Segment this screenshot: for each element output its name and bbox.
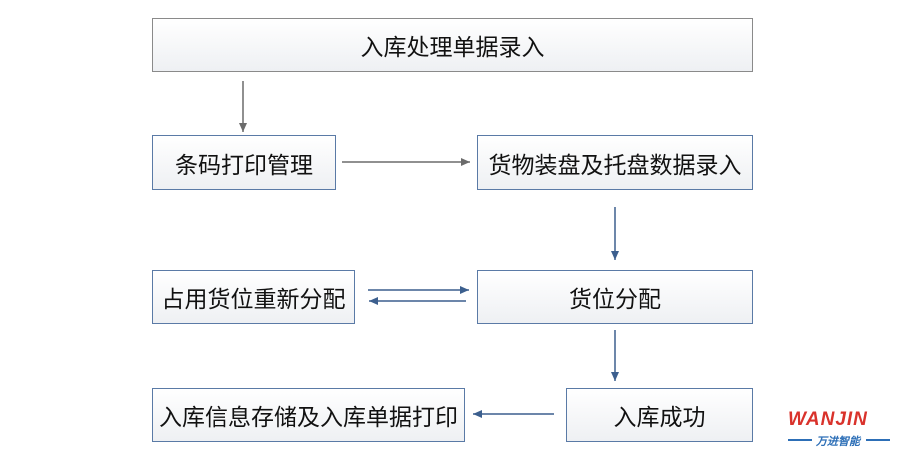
node-location-assign: 货位分配 xyxy=(477,270,753,324)
logo-wordmark: WANJIN xyxy=(788,409,868,430)
node-store-and-print: 入库信息存储及入库单据打印 xyxy=(152,388,465,442)
node-reallocate: 占用货位重新分配 xyxy=(152,270,355,324)
logo-rule-right xyxy=(866,439,890,441)
wanjin-logo: WANJIN 万进智能 xyxy=(788,409,894,453)
node-inbound-entry: 入库处理单据录入 xyxy=(152,18,753,72)
node-inbound-success: 入库成功 xyxy=(566,388,753,442)
logo-subtitle: 万进智能 xyxy=(816,435,860,448)
node-palletize-entry: 货物装盘及托盘数据录入 xyxy=(477,135,753,190)
node-barcode-print: 条码打印管理 xyxy=(152,135,336,190)
logo-rule-left xyxy=(788,439,812,441)
